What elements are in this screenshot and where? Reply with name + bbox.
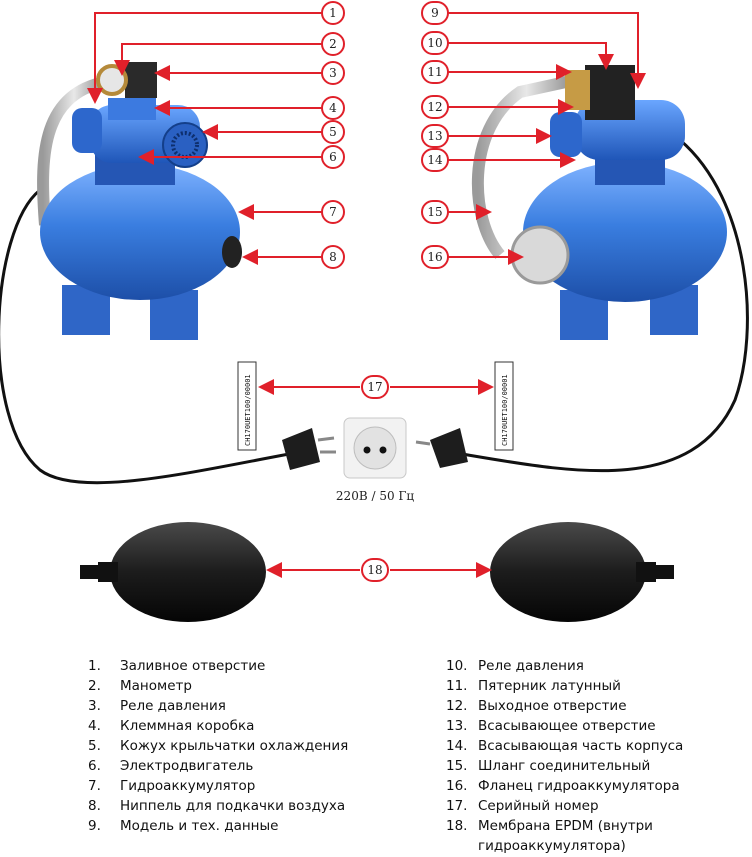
socket-caption: 220В / 50 Гц — [336, 489, 414, 503]
callout-13: 13 — [421, 124, 449, 148]
svg-text:18: 18 — [367, 563, 382, 577]
legend-item: 10.Реле давления — [446, 658, 584, 674]
serial-label-right — [494, 361, 514, 451]
svg-text:5: 5 — [329, 125, 337, 139]
callout-10: 10 — [421, 31, 449, 55]
callout-1: 1 — [321, 1, 345, 25]
membranes — [80, 522, 674, 622]
serial-number-left: CH170UET100/00001 — [244, 374, 252, 446]
left-pressure-switch — [125, 62, 157, 98]
left-pump-head — [72, 108, 102, 153]
right-plug — [430, 428, 468, 468]
terminal-box — [108, 98, 156, 120]
callout-badges: 1 2 3 4 5 6 7 8 9 10 11 12 13 14 15 16 1… — [321, 1, 449, 582]
svg-text:15: 15 — [427, 205, 442, 219]
tank-flange — [510, 225, 570, 285]
svg-text:13: 13 — [427, 129, 442, 143]
legend-item: 6.Электродвигатель — [88, 758, 254, 774]
serial-label-left — [237, 361, 257, 451]
legend-item: 11.Пятерник латунный — [446, 678, 621, 694]
membrane-left-neck — [98, 562, 118, 582]
right-pump-station — [471, 65, 727, 340]
legend-item: 2.Манометр — [88, 678, 192, 694]
svg-text:3: 3 — [329, 66, 337, 80]
legend-item: 5.Кожух крыльчатки охлаждения — [88, 738, 349, 754]
membrane-right-neck — [636, 562, 656, 582]
svg-text:11: 11 — [427, 65, 442, 79]
plug-assembly: 220В / 50 Гц CH170UET100/00001 CH170UET1… — [237, 361, 514, 503]
svg-text:1: 1 — [329, 6, 337, 20]
callout-15: 15 — [421, 200, 449, 224]
svg-text:6: 6 — [329, 150, 337, 164]
svg-text:2: 2 — [329, 37, 337, 51]
callout-18: 18 — [361, 558, 389, 582]
svg-text:4: 4 — [329, 101, 337, 115]
svg-text:7: 7 — [329, 205, 337, 219]
callout-11: 11 — [421, 60, 449, 84]
callouts — [87, 12, 646, 578]
svg-text:10: 10 — [427, 36, 442, 50]
left-plug — [282, 428, 320, 470]
svg-text:17: 17 — [367, 380, 382, 394]
svg-text:9: 9 — [431, 6, 439, 20]
fan-cover — [162, 122, 208, 168]
callout-4: 4 — [321, 96, 345, 120]
callout-17: 17 — [361, 375, 389, 399]
svg-text:14: 14 — [427, 153, 443, 167]
legend-item: 9.Модель и тех. данные — [88, 818, 279, 834]
legend-item: 18.Мембрана EPDM (внутри гидроаккумулято… — [446, 818, 653, 854]
brass-fitting — [565, 70, 590, 110]
callout-9: 9 — [421, 1, 449, 25]
power-cable — [0, 138, 749, 485]
svg-text:16: 16 — [427, 250, 442, 264]
legend-item: 13.Всасывающее отверстие — [446, 718, 656, 734]
legend-right: 10.Реле давления 11.Пятерник латунный 12… — [446, 656, 748, 856]
legend-item: 1.Заливное отверстие — [88, 658, 266, 674]
callout-3: 3 — [321, 61, 345, 85]
callout-12: 12 — [421, 95, 449, 119]
legend-item: 16.Фланец гидроаккумулятора — [446, 778, 680, 794]
serial-number-right: CH170UET100/00001 — [501, 374, 509, 446]
left-tank — [40, 164, 240, 300]
svg-text:12: 12 — [427, 100, 442, 114]
right-pressure-switch — [585, 65, 635, 120]
legend-item: 17.Серийный номер — [446, 798, 599, 814]
left-pump-station — [37, 62, 242, 340]
callout-14: 14 — [421, 148, 449, 172]
legend-item: 7.Гидроаккумулятор — [88, 778, 256, 794]
callout-2: 2 — [321, 32, 345, 56]
legend-item: 15.Шланг соединительный — [446, 758, 651, 774]
callout-6: 6 — [321, 145, 345, 169]
legend-item: 4.Клеммная коробка — [88, 718, 255, 734]
right-pump-head — [550, 112, 582, 157]
membrane-right — [490, 522, 646, 622]
callout-16: 16 — [421, 245, 449, 269]
right-tank — [523, 162, 727, 302]
legend-item: 8.Ниппель для подкачки воздуха — [88, 798, 346, 814]
right-hose — [471, 74, 577, 259]
legend-item: 3.Реле давления — [88, 698, 226, 714]
callout-5: 5 — [321, 120, 345, 144]
callout-7: 7 — [321, 200, 345, 224]
callout-8: 8 — [321, 245, 345, 269]
svg-text:8: 8 — [329, 250, 337, 264]
legend-item: 12.Выходное отверстие — [446, 698, 627, 714]
legend-item: 14.Всасывающая часть корпуса — [446, 738, 684, 754]
air-nipple-plug — [222, 236, 242, 268]
membrane-left — [110, 522, 266, 622]
legend-left: 1.Заливное отверстие 2.Манометр 3.Реле д… — [88, 656, 348, 836]
left-hose — [37, 76, 107, 226]
